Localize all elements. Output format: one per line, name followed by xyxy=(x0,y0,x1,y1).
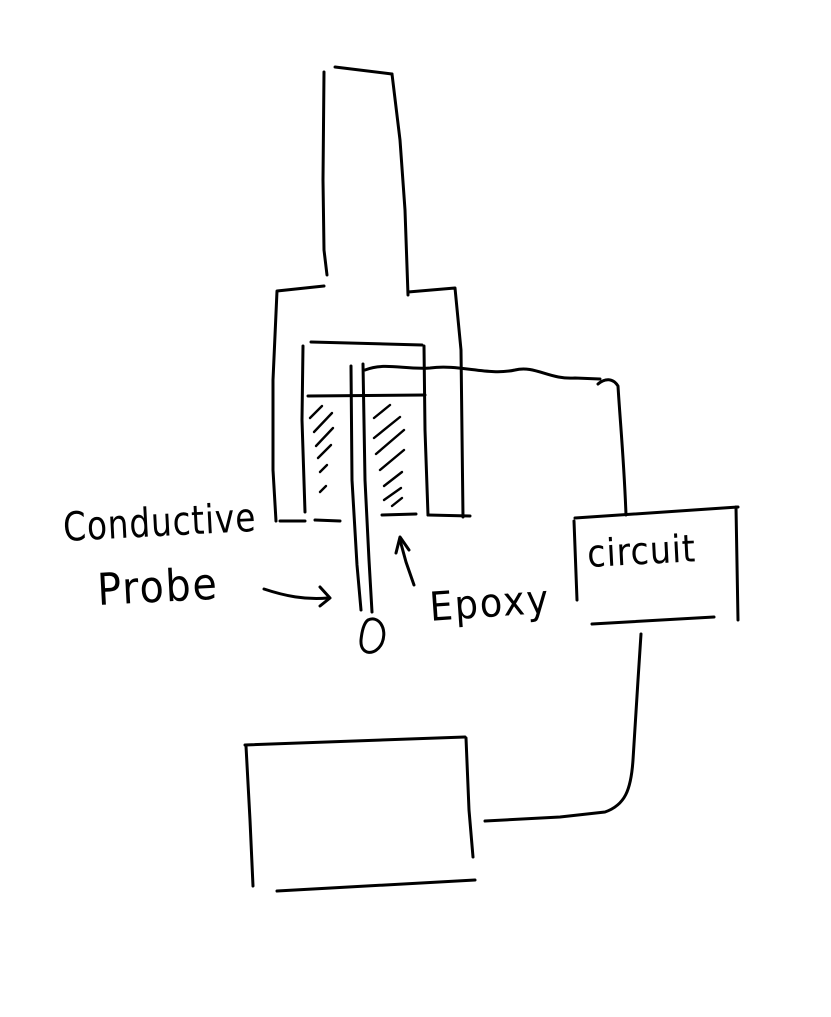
probe-wire xyxy=(363,364,628,517)
output-wire xyxy=(483,632,643,823)
sensor-housing xyxy=(271,284,472,523)
inner-sleeve xyxy=(300,340,430,523)
label-circuit: circuit xyxy=(586,526,697,576)
probe-arrow xyxy=(262,585,332,608)
label-probe: Probe xyxy=(96,558,220,616)
circuit-box xyxy=(572,505,740,626)
label-epoxy: Epoxy xyxy=(428,576,552,631)
output-device-box xyxy=(243,735,477,893)
sensor-shaft xyxy=(321,65,410,297)
conductive-probe xyxy=(349,362,386,654)
epoxy-arrow xyxy=(394,535,416,587)
epoxy-hatching-right xyxy=(372,403,406,508)
epoxy-hatching-left xyxy=(308,404,335,494)
